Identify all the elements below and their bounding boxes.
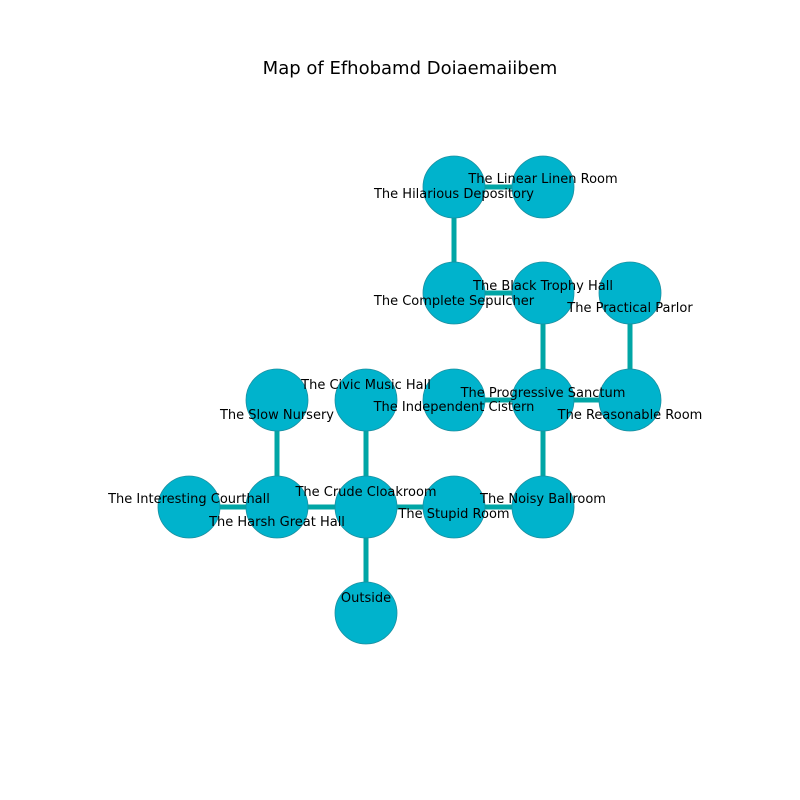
room-label-progressive: The Progressive Sanctum — [460, 386, 626, 401]
room-node-civic — [334, 368, 398, 432]
room-node-hilarious — [422, 155, 486, 219]
room-node-noisy — [511, 475, 575, 539]
room-label-noisy: The Noisy Ballroom — [479, 492, 606, 507]
room-node-independent — [422, 368, 486, 432]
room-label-hilarious: The Hilarious Depository — [373, 187, 534, 202]
rooms-layer — [157, 155, 662, 645]
room-label-crude: The Crude Cloakroom — [294, 485, 436, 500]
room-label-civic: The Civic Music Hall — [300, 378, 431, 393]
room-label-interesting: The Interesting Courthall — [107, 492, 270, 507]
room-label-outside: Outside — [341, 591, 391, 606]
room-label-independent: The Independent Cistern — [373, 400, 535, 415]
room-label-practical: The Practical Parlor — [566, 301, 693, 316]
room-label-slow: The Slow Nursery — [219, 408, 334, 423]
room-label-complete: The Complete Sepulcher — [373, 294, 535, 309]
room-node-practical — [598, 261, 662, 325]
room-node-linear — [511, 155, 575, 219]
room-node-interesting — [157, 475, 221, 539]
room-node-crude — [334, 475, 398, 539]
room-label-linear: The Linear Linen Room — [467, 172, 617, 187]
room-node-black — [511, 261, 575, 325]
room-node-complete — [422, 261, 486, 325]
room-node-harsh — [245, 475, 309, 539]
room-label-black: The Black Trophy Hall — [472, 279, 613, 294]
room-node-slow — [245, 368, 309, 432]
room-label-stupid: The Stupid Room — [397, 507, 509, 522]
room-node-stupid — [422, 475, 486, 539]
room-node-progressive — [511, 368, 575, 432]
map-title: Map of Efhobamd Doiaemaiibem — [263, 58, 558, 79]
room-label-harsh: The Harsh Great Hall — [208, 515, 345, 530]
room-label-reasonable: The Reasonable Room — [557, 408, 703, 423]
room-node-reasonable — [598, 368, 662, 432]
room-node-outside — [334, 581, 398, 645]
